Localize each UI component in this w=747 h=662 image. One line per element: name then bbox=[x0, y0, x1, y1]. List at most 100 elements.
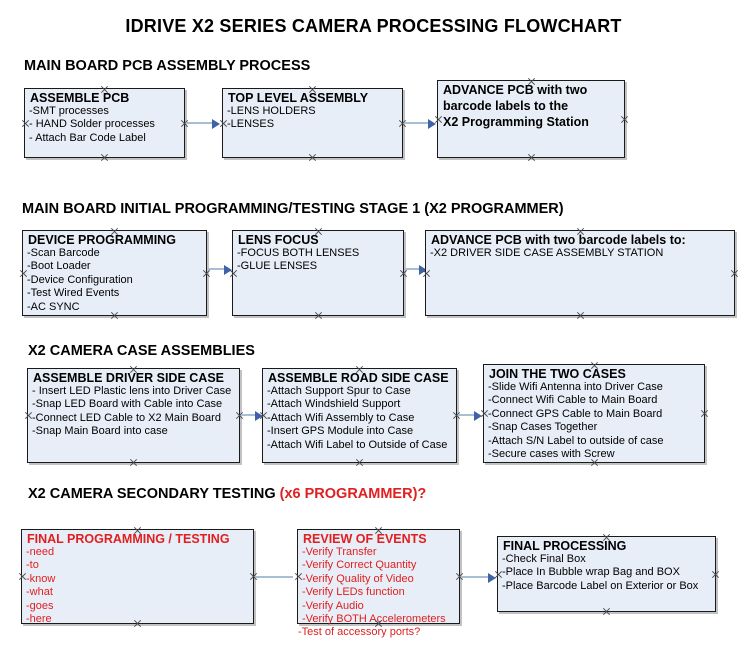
node-title-line3: X2 Programming Station bbox=[443, 115, 589, 129]
section-heading-4: X2 CAMERA SECONDARY TESTING (x6 PROGRAMM… bbox=[28, 486, 426, 502]
arrowhead-3-1 bbox=[255, 411, 263, 421]
node-top-level-assembly[interactable]: TOP LEVEL ASSEMBLY -LENS HOLDERS -LENSES bbox=[222, 88, 403, 158]
list-item: -Connect LED Cable to X2 Main Board bbox=[32, 411, 221, 424]
arrowhead-2-2 bbox=[419, 265, 427, 275]
node-advance-pcb-driver-side-station[interactable]: ADVANCE PCB with two barcode labels to: … bbox=[425, 230, 735, 316]
list-item: - HAND Solder processes bbox=[29, 118, 155, 131]
node-items: -need -to -know -what -goes -here bbox=[22, 546, 253, 626]
list-item: - Insert LED Plastic lens into Driver Ca… bbox=[32, 385, 232, 397]
node-items: -LENS HOLDERS -LENSES bbox=[223, 105, 402, 132]
list-item: -LENSES bbox=[227, 118, 275, 131]
list-item: -Verify Quality of Video bbox=[302, 572, 414, 585]
list-item: -here bbox=[26, 613, 52, 626]
node-title: ASSEMBLE ROAD SIDE CASE bbox=[268, 371, 449, 385]
node-items: -Verify Transfer -Verify Correct Quantit… bbox=[298, 546, 459, 626]
list-item: -AC SYNC bbox=[27, 300, 80, 313]
node-title: TOP LEVEL ASSEMBLY bbox=[228, 91, 369, 105]
node-final-programming-testing[interactable]: FINAL PROGRAMMING / TESTING -need -to -k… bbox=[21, 529, 254, 626]
node-review-of-events[interactable]: REVIEW OF EVENTS -Verify Transfer -Verif… bbox=[297, 529, 460, 626]
list-item: -what bbox=[26, 586, 53, 599]
list-item: -Verify Audio bbox=[302, 599, 364, 612]
list-item: -need bbox=[26, 546, 55, 558]
review-of-events-overflow-item: -Test of accessory ports? bbox=[298, 626, 421, 638]
section-heading-3: X2 CAMERA CASE ASSEMBLIES bbox=[28, 343, 255, 359]
node-lens-focus[interactable]: LENS FOCUS -FOCUS BOTH LENSES -GLUE LENS… bbox=[232, 230, 404, 316]
list-item: -SMT processes bbox=[29, 105, 109, 117]
list-item: -Test Wired Events bbox=[27, 287, 120, 300]
list-item: -Insert GPS Module into Case bbox=[267, 425, 414, 438]
list-item: -goes bbox=[26, 599, 54, 612]
list-item: -X2 DRIVER SIDE CASE ASSEMBLY STATION bbox=[430, 247, 664, 259]
node-title: ASSEMBLE DRIVER SIDE CASE bbox=[33, 371, 225, 385]
list-item: -Snap LED Board with Cable into Case bbox=[32, 398, 223, 411]
list-item: -Device Configuration bbox=[27, 273, 133, 286]
node-items: -X2 DRIVER SIDE CASE ASSEMBLY STATION bbox=[426, 247, 734, 260]
node-title: JOIN THE TWO CASES bbox=[489, 367, 626, 381]
section-heading-1-text: MAIN BOARD PCB ASSEMBLY PROCESS bbox=[24, 58, 311, 74]
list-item: -Place Barcode Label on Exterior or Box bbox=[502, 579, 699, 592]
arrowhead-3-2 bbox=[474, 411, 482, 421]
section-heading-3-text: X2 CAMERA CASE ASSEMBLIES bbox=[28, 343, 255, 359]
list-item: -Attach S/N Label to outside of case bbox=[488, 434, 664, 447]
connector-3-2 bbox=[458, 414, 478, 416]
section-heading-4-text: X2 CAMERA SECONDARY TESTING bbox=[28, 486, 280, 502]
connection-handle-bottom[interactable] bbox=[576, 311, 585, 320]
node-device-programming[interactable]: DEVICE PROGRAMMING -Scan Barcode -Boot L… bbox=[22, 230, 207, 316]
connector-2-1 bbox=[208, 268, 228, 270]
node-title: ADVANCE PCB with two barcode labels to: bbox=[431, 233, 686, 247]
node-title: FINAL PROCESSING bbox=[503, 539, 627, 553]
node-title: REVIEW OF EVENTS bbox=[303, 532, 427, 546]
arrowhead-4-2 bbox=[488, 573, 496, 583]
arrowhead-1-2 bbox=[428, 119, 436, 129]
node-title: ADVANCE PCB with two bbox=[443, 83, 588, 97]
section-heading-1: MAIN BOARD PCB ASSEMBLY PROCESS bbox=[24, 58, 310, 74]
connector-2-2 bbox=[405, 268, 423, 270]
connection-handle-bottom[interactable] bbox=[527, 153, 536, 162]
node-assemble-road-side-case[interactable]: ASSEMBLE ROAD SIDE CASE -Attach Support … bbox=[262, 368, 457, 463]
node-items: -Attach Support Spur to Case -Attach Win… bbox=[263, 385, 456, 452]
node-advance-pcb-programming-station[interactable]: ADVANCE PCB with two barcode labels to t… bbox=[437, 80, 625, 158]
page-title: IDRIVE X2 SERIES CAMERA PROCESSING FLOWC… bbox=[125, 16, 622, 36]
node-title: DEVICE PROGRAMMING bbox=[28, 233, 176, 247]
connection-handle-bottom[interactable] bbox=[314, 311, 323, 320]
list-item: - Attach Bar Code Label bbox=[29, 131, 146, 144]
list-item: -FOCUS BOTH LENSES bbox=[237, 247, 360, 259]
list-item: -Snap Main Board into case bbox=[32, 425, 168, 438]
connection-handle-bottom[interactable] bbox=[129, 458, 138, 467]
list-item: -Verify LEDs function bbox=[302, 586, 405, 599]
section-heading-4-accent: (x6 PROGRAMMER)? bbox=[279, 486, 427, 502]
connection-handle-right[interactable] bbox=[730, 269, 739, 278]
node-items: - Insert LED Plastic lens into Driver Ca… bbox=[28, 385, 239, 439]
node-items: -FOCUS BOTH LENSES -GLUE LENSES bbox=[233, 247, 403, 274]
list-item: -GLUE LENSES bbox=[237, 260, 318, 273]
section-heading-2: MAIN BOARD INITIAL PROGRAMMING/TESTING S… bbox=[22, 201, 564, 217]
list-item: -Slide Wifi Antenna into Driver Case bbox=[488, 381, 663, 393]
connection-handle-bottom[interactable] bbox=[100, 153, 109, 162]
list-item: -Attach Wifi Assembly to Case bbox=[267, 411, 415, 424]
node-items: -SMT processes - HAND Solder processes -… bbox=[25, 105, 184, 145]
list-item: -Place In Bubble wrap Bag and BOX bbox=[502, 566, 680, 579]
list-item: -LENS HOLDERS bbox=[227, 105, 316, 117]
list-item: -Connect Wifi Cable to Main Board bbox=[488, 394, 658, 407]
connector-1-2 bbox=[404, 122, 433, 124]
arrowhead-1-1 bbox=[212, 119, 220, 129]
connector-1-1 bbox=[186, 122, 214, 124]
arrowhead-2-1 bbox=[224, 265, 232, 275]
node-items: -Check Final Box -Place In Bubble wrap B… bbox=[498, 553, 715, 593]
node-final-processing[interactable]: FINAL PROCESSING -Check Final Box -Place… bbox=[497, 536, 716, 612]
node-join-the-two-cases[interactable]: JOIN THE TWO CASES -Slide Wifi Antenna i… bbox=[483, 364, 705, 463]
connection-handle-bottom[interactable] bbox=[355, 458, 364, 467]
connector-4-1 bbox=[255, 576, 293, 578]
node-title: LENS FOCUS bbox=[238, 233, 319, 247]
node-items: -Scan Barcode -Boot Loader -Device Confi… bbox=[23, 247, 206, 314]
list-item: -Verify Correct Quantity bbox=[302, 559, 417, 572]
list-item: -Scan Barcode bbox=[27, 247, 100, 259]
connection-handle-bottom[interactable] bbox=[308, 153, 317, 162]
node-assemble-pcb[interactable]: ASSEMBLE PCB -SMT processes - HAND Solde… bbox=[24, 88, 185, 158]
node-assemble-driver-side-case[interactable]: ASSEMBLE DRIVER SIDE CASE - Insert LED P… bbox=[27, 368, 240, 463]
list-item: -Secure cases with Screw bbox=[488, 448, 615, 461]
list-item: -Connect GPS Cable to Main Board bbox=[488, 407, 663, 420]
connection-handle-bottom[interactable] bbox=[602, 607, 611, 616]
list-item: -Verify BOTH Accelerometers bbox=[302, 613, 446, 626]
